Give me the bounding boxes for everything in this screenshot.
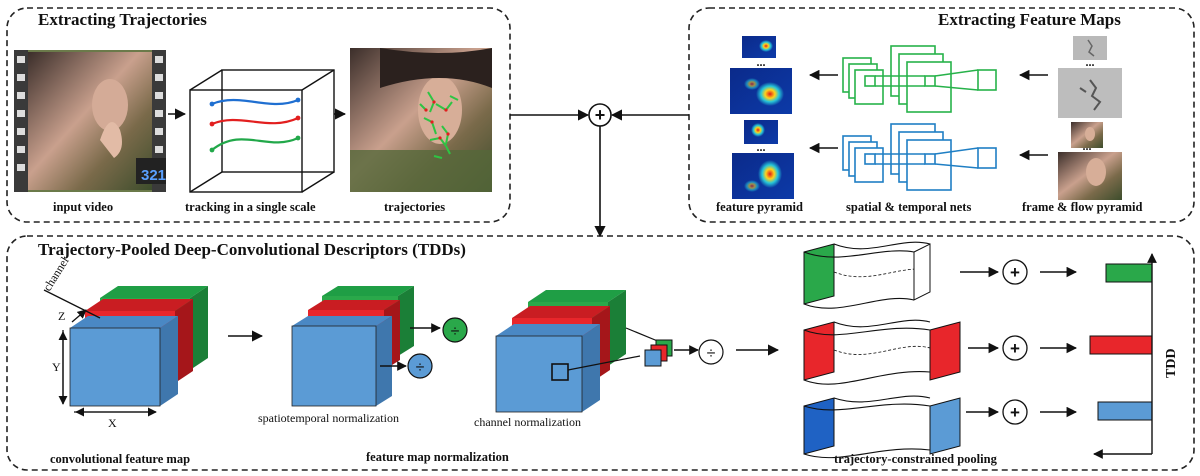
- frames-caption: frame & flow pyramid: [1022, 200, 1143, 214]
- pool-plus-3-symbol: +: [1010, 403, 1020, 422]
- blue-pyramid-dots: ...: [757, 140, 766, 154]
- feature-pyramid-blue: [732, 120, 794, 199]
- temporal-net: [842, 45, 997, 113]
- ch-norm-caption: channel normalization: [474, 415, 581, 429]
- ch-norm-stack: [644, 339, 673, 367]
- tdd-bar-red: [1089, 335, 1153, 355]
- pooling-caption: trajectory-constrained pooling: [834, 452, 997, 466]
- trajectories-panel-title: Extracting Trajectories: [38, 10, 207, 29]
- st-norm-map: [291, 286, 414, 407]
- pooling-tube-red: [803, 319, 961, 385]
- feature-pyramid-caption: feature pyramid: [716, 200, 803, 214]
- pooling-tube-blue: [803, 395, 961, 459]
- ch-norm-map: [495, 290, 626, 413]
- pool-plus-2: +: [1002, 335, 1028, 361]
- st-divide-blue: ÷: [407, 353, 433, 379]
- ch-divide-symbol: ÷: [707, 345, 716, 362]
- trajectory-green: [211, 137, 299, 151]
- trajectories-caption: trajectories: [384, 200, 446, 214]
- pool-plus-1: +: [1002, 259, 1028, 285]
- pooling-tube-green: [803, 241, 931, 309]
- tdd-panel-title: Trajectory-Pooled Deep-Convolutional Des…: [38, 240, 466, 259]
- green-pyramid-dots: ...: [757, 55, 766, 69]
- spatial-net: [842, 123, 997, 191]
- axis-y-label: Y: [52, 360, 61, 374]
- st-divide-blue-symbol: ÷: [416, 359, 425, 376]
- axis-x-label: X: [108, 416, 117, 430]
- video-counter: 321: [141, 167, 166, 184]
- tracking-caption: tracking in a single scale: [185, 200, 316, 214]
- conv-feature-map: [69, 286, 208, 407]
- axis-z-label: Z: [58, 309, 66, 323]
- ch-divide-node: ÷: [698, 339, 724, 365]
- st-divide-green-symbol: ÷: [451, 323, 460, 340]
- combine-plus-node: +: [588, 103, 612, 127]
- tdd-bar-blue: [1097, 401, 1153, 421]
- st-divide-green: ÷: [442, 317, 468, 343]
- pool-plus-3: +: [1002, 399, 1028, 425]
- feature-pyramid-green: [730, 36, 792, 114]
- map-norm-caption: feature map normalization: [366, 450, 509, 464]
- trajectory-red: [211, 117, 299, 126]
- trajectory-blue: [211, 98, 299, 106]
- tracking-volume: [189, 69, 335, 193]
- input-video-caption: input video: [53, 200, 114, 214]
- feature-maps-panel-title: Extracting Feature Maps: [938, 10, 1121, 29]
- pool-plus-2-symbol: +: [1010, 339, 1020, 358]
- flow-pyramid-dots: ...: [1086, 55, 1095, 69]
- nets-caption: spatial & temporal nets: [846, 200, 972, 214]
- tdd-label: TDD: [1164, 348, 1179, 378]
- flow-pyramid: [1058, 36, 1122, 118]
- frame-pyramid: [1058, 122, 1122, 200]
- conv-map-caption: convolutional feature map: [50, 452, 191, 466]
- frame-pyramid-dots: ...: [1083, 139, 1092, 153]
- tdd-bar-green: [1105, 263, 1153, 283]
- input-video-image: [14, 50, 166, 192]
- combine-plus-symbol: +: [595, 105, 606, 125]
- pool-plus-1-symbol: +: [1010, 263, 1020, 282]
- st-norm-caption: spatiotemporal normalization: [258, 411, 399, 425]
- trajectories-image: [350, 48, 492, 192]
- axis-arrows: [43, 289, 157, 417]
